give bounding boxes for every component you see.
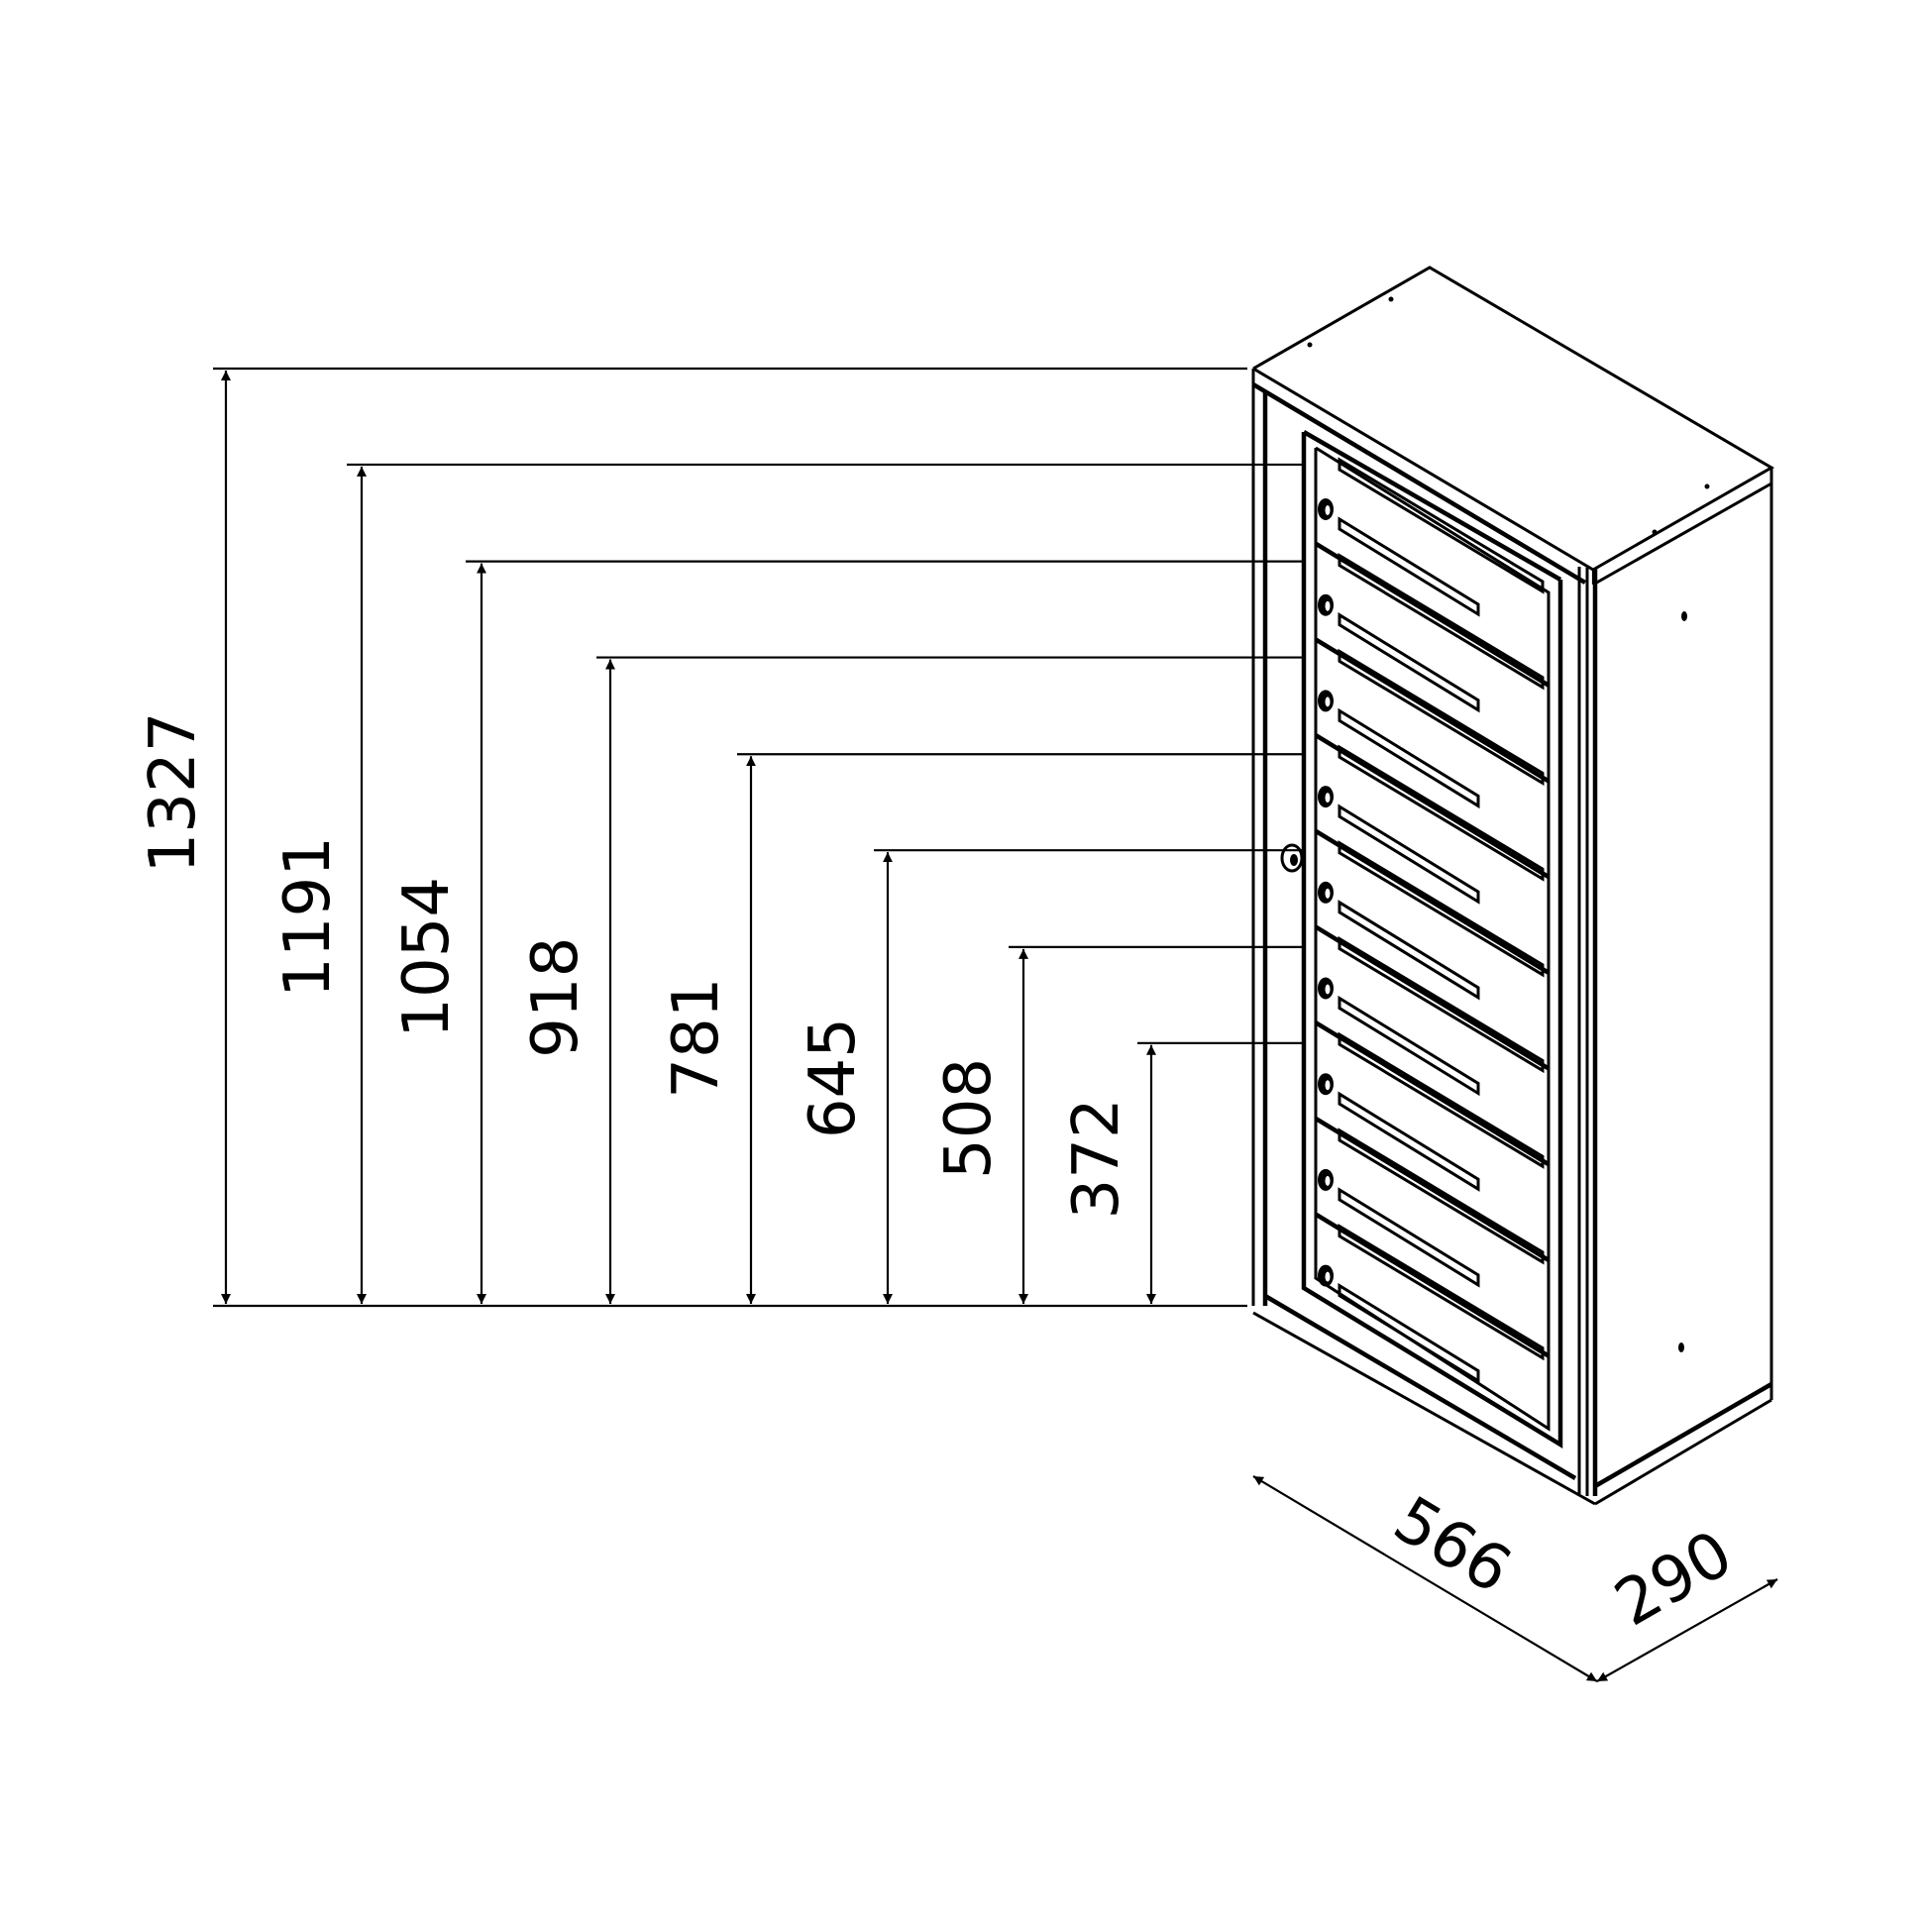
dimension-line xyxy=(1596,1578,1778,1682)
screw-dot xyxy=(1307,342,1313,348)
name-plate xyxy=(1338,516,1480,617)
compartment xyxy=(1318,457,1545,617)
dimension-label: 918 xyxy=(519,937,592,1058)
dimension-label: 1191 xyxy=(271,836,345,998)
compartment-divider xyxy=(1314,541,1551,688)
mail-slot xyxy=(1338,457,1545,594)
keyhole xyxy=(1325,888,1331,899)
vertical-dimensions: 1327 1191 1054 918 781 645 508 372 xyxy=(137,367,1306,1308)
dimension-1327: 1327 xyxy=(137,367,1247,1304)
keyhole xyxy=(1325,1175,1331,1186)
dimension-1054: 1054 xyxy=(390,560,1306,1304)
keyhole xyxy=(1325,600,1331,611)
side-screw xyxy=(1678,1342,1684,1352)
keyhole xyxy=(1325,793,1331,804)
top-lip-right xyxy=(1592,482,1772,587)
top-lip xyxy=(1251,382,1587,585)
dimension-645: 645 xyxy=(797,849,1306,1304)
dimension-label: 781 xyxy=(660,978,733,1099)
compartment xyxy=(1314,828,1551,1001)
dimension-label: 372 xyxy=(1060,1098,1133,1219)
dimension-508: 508 xyxy=(932,945,1306,1304)
side-bottom-edge xyxy=(1594,1398,1772,1506)
mail-slot xyxy=(1338,1223,1545,1361)
mail-slot xyxy=(1338,1031,1545,1169)
keyhole xyxy=(1325,505,1331,515)
mail-slot xyxy=(1338,744,1545,882)
compartment-divider xyxy=(1314,1116,1551,1262)
depth-dimension-566: 566 xyxy=(1252,1475,1598,1682)
compartment-divider xyxy=(1314,924,1551,1071)
inner-door-inset xyxy=(1314,446,1551,1432)
inner-door-top xyxy=(1302,430,1562,582)
compartment xyxy=(1314,1116,1551,1288)
side-bottom-lip xyxy=(1593,1382,1773,1488)
mail-slot xyxy=(1338,1127,1545,1265)
top-face xyxy=(1252,266,1774,572)
dimension-781: 781 xyxy=(660,753,1306,1304)
mail-slot xyxy=(1338,840,1545,978)
name-plate xyxy=(1338,707,1480,809)
mail-slot xyxy=(1338,553,1545,691)
dimension-line xyxy=(1252,1475,1598,1682)
side-screw xyxy=(1681,611,1687,621)
compartment-divider xyxy=(1314,828,1551,975)
front-bottom-edge xyxy=(1252,1311,1596,1506)
keyhole xyxy=(1325,697,1331,707)
depth-dimension-290: 290 xyxy=(1596,1517,1778,1682)
dimension-label: 566 xyxy=(1381,1483,1523,1608)
dimension-label: 645 xyxy=(797,1018,870,1138)
name-plate xyxy=(1338,995,1480,1097)
screw-dot xyxy=(1388,296,1394,302)
dimension-label: 508 xyxy=(932,1058,1006,1179)
compartment-divider xyxy=(1314,1212,1551,1358)
name-plate xyxy=(1338,900,1480,1001)
dimension-918: 918 xyxy=(519,656,1306,1304)
mail-slot xyxy=(1338,648,1545,787)
door-lock-keyhole xyxy=(1290,854,1298,866)
name-plate xyxy=(1338,804,1480,905)
name-plate xyxy=(1338,1091,1480,1192)
inner-door-panel xyxy=(1301,432,1563,1449)
mail-slot xyxy=(1338,935,1545,1074)
compartment-divider xyxy=(1314,637,1551,784)
compartment xyxy=(1314,924,1551,1097)
screw-dot xyxy=(1704,483,1710,489)
compartment-divider xyxy=(1314,1020,1551,1167)
keyhole xyxy=(1325,1271,1331,1282)
dimension-label: 290 xyxy=(1603,1517,1745,1641)
compartment xyxy=(1314,733,1551,905)
compartment xyxy=(1314,637,1551,809)
front-bottom-frame xyxy=(1263,1294,1577,1480)
screw-dot xyxy=(1652,529,1658,535)
dimension-372: 372 xyxy=(1060,1041,1306,1304)
name-plate xyxy=(1338,612,1480,713)
compartment-divider xyxy=(1314,733,1551,880)
compartment xyxy=(1314,1020,1551,1192)
depth-dimensions: 566 290 xyxy=(1252,1475,1778,1682)
compartment xyxy=(1314,541,1551,713)
keyhole xyxy=(1325,1080,1331,1091)
name-plate xyxy=(1338,1187,1480,1288)
keyhole xyxy=(1325,984,1331,995)
name-plate xyxy=(1338,1282,1480,1384)
compartment xyxy=(1314,1212,1551,1384)
dimension-1191: 1191 xyxy=(271,463,1306,1304)
dimension-label: 1054 xyxy=(390,877,464,1038)
dimension-label: 1327 xyxy=(137,712,210,874)
cabinet-isometric xyxy=(1251,266,1774,1506)
